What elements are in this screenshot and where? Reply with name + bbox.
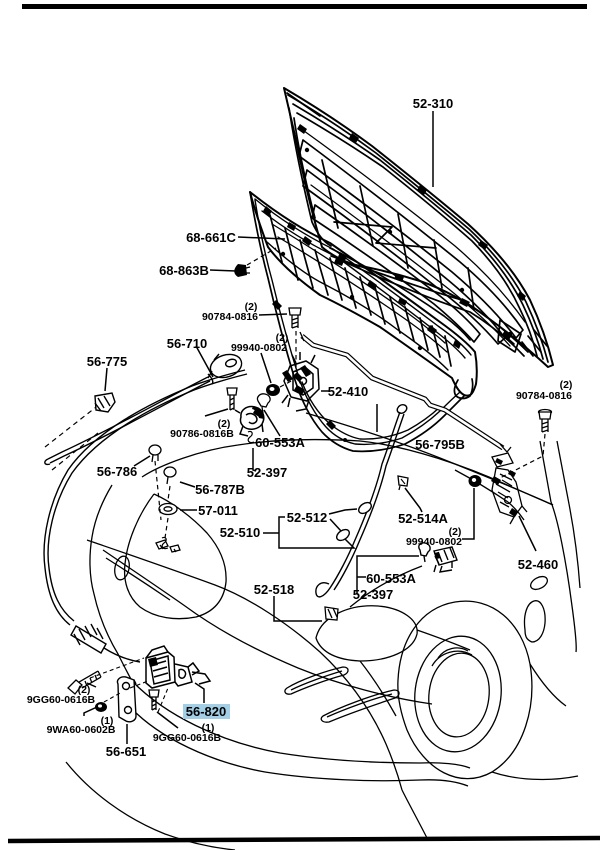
svg-text:90784-0816: 90784-0816 <box>516 390 572 402</box>
svg-text:60-553A: 60-553A <box>366 571 416 586</box>
svg-text:52-397: 52-397 <box>247 465 287 480</box>
svg-text:(2): (2) <box>218 418 231 430</box>
svg-text:9WA60-0602B: 9WA60-0602B <box>47 724 116 736</box>
svg-text:52-397: 52-397 <box>353 587 393 602</box>
svg-text:56-710: 56-710 <box>167 336 207 351</box>
svg-text:(2): (2) <box>449 526 462 538</box>
svg-text:52-512: 52-512 <box>287 510 327 525</box>
svg-text:90784-0816: 90784-0816 <box>202 311 258 323</box>
svg-text:52-518: 52-518 <box>254 582 294 597</box>
svg-text:57-011: 57-011 <box>198 503 238 518</box>
svg-text:68-661C: 68-661C <box>186 230 236 245</box>
svg-text:56-651: 56-651 <box>106 744 146 759</box>
svg-text:9GG60-0616B: 9GG60-0616B <box>27 694 96 706</box>
svg-text:56-775: 56-775 <box>87 354 127 369</box>
svg-text:99940-0802: 99940-0802 <box>406 536 462 548</box>
svg-text:52-460: 52-460 <box>518 557 558 572</box>
svg-text:(1): (1) <box>202 722 215 734</box>
svg-text:52-310: 52-310 <box>413 96 453 111</box>
svg-text:52-510: 52-510 <box>220 525 260 540</box>
svg-text:52-514A: 52-514A <box>398 511 448 526</box>
svg-text:60-553A: 60-553A <box>255 435 305 450</box>
svg-text:56-820: 56-820 <box>186 704 226 719</box>
svg-text:(2): (2) <box>276 332 289 344</box>
svg-text:56-786: 56-786 <box>97 464 137 479</box>
svg-text:(1): (1) <box>101 715 114 727</box>
svg-text:90786-0816B: 90786-0816B <box>170 428 234 440</box>
svg-text:56-787B: 56-787B <box>195 482 245 497</box>
svg-text:9GG60-0616B: 9GG60-0616B <box>153 732 222 744</box>
svg-text:56-795B: 56-795B <box>415 437 465 452</box>
svg-text:68-863B: 68-863B <box>159 263 209 278</box>
svg-text:(2): (2) <box>245 301 258 313</box>
svg-text:(2): (2) <box>560 379 573 391</box>
svg-text:52-410: 52-410 <box>328 384 368 399</box>
svg-text:99940-0802: 99940-0802 <box>231 342 287 354</box>
svg-text:(2): (2) <box>78 684 91 696</box>
